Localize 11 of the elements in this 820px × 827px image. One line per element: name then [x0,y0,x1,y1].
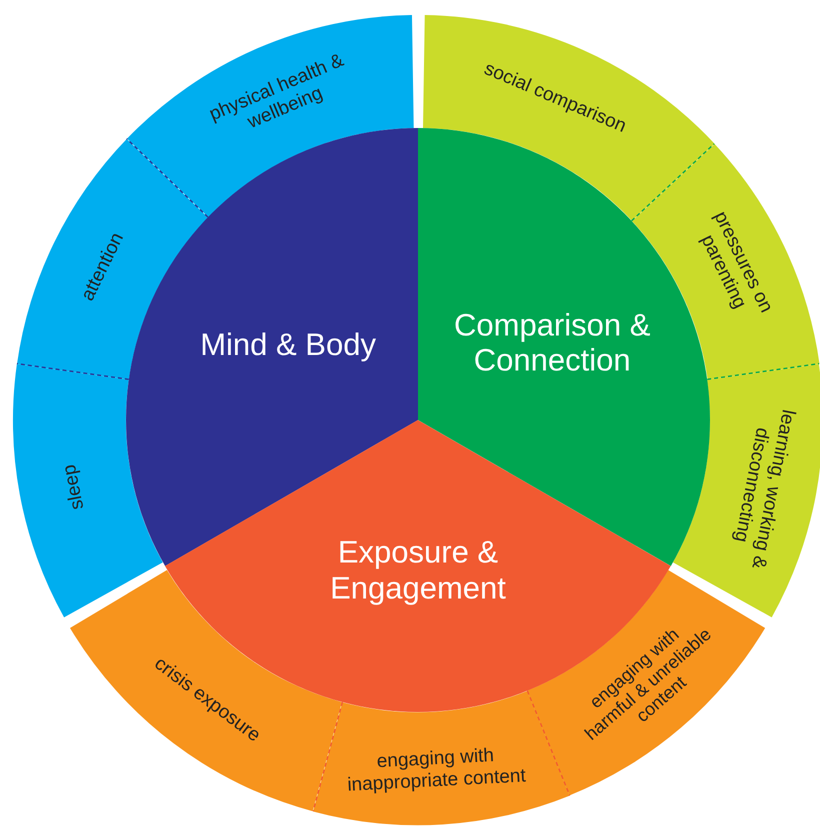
subtopic-label: sleep [58,462,90,514]
subtopic-sector [13,364,163,617]
category-label: Mind & Body [199,327,377,363]
subtopic-sector [313,690,570,825]
category-label: Exposure & Engagement [329,534,507,606]
subtopic-sector [673,364,820,617]
category-label: Comparison & Connection [453,306,652,378]
subtopic-sector [126,15,414,218]
subtopic-sector [632,144,820,380]
subtopic-sector [527,570,766,796]
subtopic-label: engaging with inappropriate content [346,744,528,797]
